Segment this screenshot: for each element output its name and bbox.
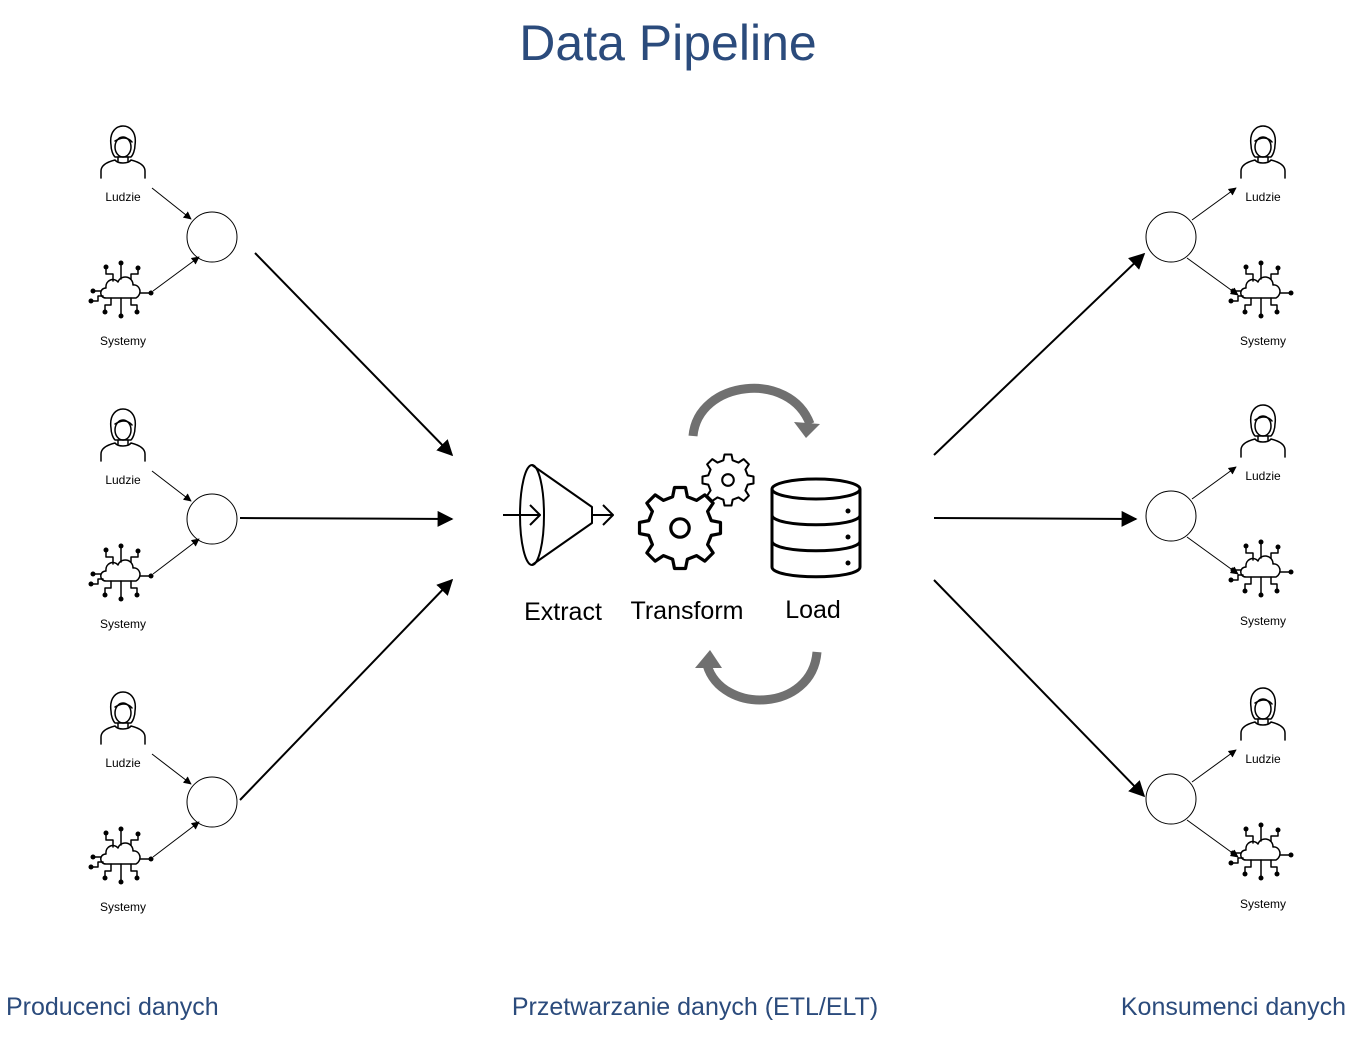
load-label: Load — [785, 596, 841, 624]
systems-label: Systemy — [1240, 334, 1286, 348]
gears-icon — [637, 453, 755, 571]
person-icon — [100, 408, 146, 462]
transform-label: Transform — [631, 597, 744, 625]
producer-group-2: Ludzie Systemy — [88, 408, 238, 631]
consumer-node — [1145, 211, 1197, 263]
cycle-arrow-icon — [695, 650, 822, 705]
producer-to-etl-arrow — [239, 578, 454, 801]
systems-arrow — [1186, 536, 1239, 575]
consumer-group-3: Ludzie Systemy — [1145, 687, 1295, 911]
person-icon — [1240, 404, 1286, 458]
producer-node — [186, 211, 238, 263]
people-label: Ludzie — [105, 473, 141, 487]
producer-node — [186, 776, 238, 828]
cycle-arrow-icon — [688, 383, 820, 438]
people-label: Ludzie — [105, 756, 141, 770]
extract-label: Extract — [524, 598, 602, 626]
people-label: Ludzie — [1245, 752, 1281, 766]
producers-section-label: Producenci danych — [6, 993, 219, 1021]
diagram-title: Data Pipeline — [519, 15, 816, 71]
person-icon — [100, 125, 146, 179]
systems-label: Systemy — [100, 334, 146, 348]
people-arrow — [1191, 749, 1237, 783]
consumer-group-1: Ludzie Systemy — [1145, 125, 1295, 348]
cloud-network-icon — [88, 542, 155, 603]
people-label: Ludzie — [105, 190, 141, 204]
etl-to-consumer-arrow — [933, 510, 1138, 527]
people-arrow — [151, 470, 192, 502]
etl-to-consumer-arrow — [933, 579, 1146, 798]
cloud-network-icon — [1228, 538, 1295, 599]
people-label: Ludzie — [1245, 469, 1281, 483]
person-icon — [1240, 125, 1286, 179]
people-arrow — [151, 753, 192, 785]
systems-arrow — [1186, 819, 1239, 858]
producer-to-etl-arrow — [254, 252, 454, 457]
cloud-network-icon — [1228, 821, 1295, 882]
people-arrow — [151, 187, 192, 220]
person-icon — [100, 691, 146, 745]
systems-label: Systemy — [1240, 614, 1286, 628]
systems-label: Systemy — [100, 617, 146, 631]
cloud-network-icon — [1228, 259, 1295, 320]
database-icon — [770, 477, 862, 579]
systems-arrow — [152, 256, 200, 292]
consumers-section-label: Konsumenci danych — [1121, 993, 1346, 1021]
systems-label: Systemy — [100, 900, 146, 914]
person-icon — [1240, 687, 1286, 741]
producer-to-etl-arrow — [239, 510, 454, 527]
systems-arrow — [1186, 257, 1239, 296]
systems-arrow — [152, 538, 200, 575]
funnel-icon — [503, 464, 614, 566]
people-arrow — [1191, 187, 1237, 221]
cloud-network-icon — [88, 825, 155, 886]
consumer-group-2: Ludzie Systemy — [1145, 404, 1295, 628]
systems-arrow — [152, 821, 200, 858]
processing-section-label: Przetwarzanie danych (ETL/ELT) — [512, 993, 878, 1021]
systems-label: Systemy — [1240, 897, 1286, 911]
producer-group-3: Ludzie Systemy — [88, 691, 238, 914]
consumer-node — [1145, 490, 1197, 542]
etl-block: Extract Transform Load — [503, 383, 862, 705]
consumer-node — [1145, 773, 1197, 825]
people-label: Ludzie — [1245, 190, 1281, 204]
cloud-network-icon — [88, 259, 155, 320]
producer-node — [186, 493, 238, 545]
producer-group-1: Ludzie Systemy — [88, 125, 238, 348]
people-arrow — [1191, 466, 1237, 500]
etl-to-consumer-arrow — [933, 252, 1146, 456]
